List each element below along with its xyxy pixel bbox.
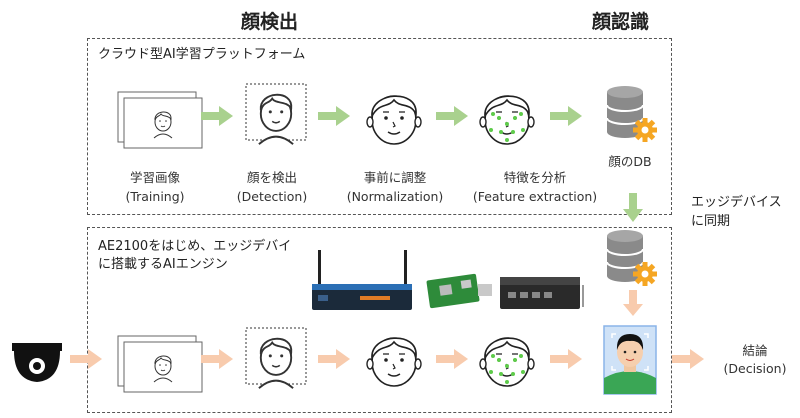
edge-engine-title-2: に搭載するAIエンジン: [98, 257, 228, 272]
edge-detection-face-icon: [245, 327, 307, 390]
cloud-arrow-2: [318, 106, 350, 126]
decision-sub: (Decision): [723, 361, 787, 376]
edge-normalized-face-icon: [366, 337, 422, 387]
sync-label-2: に同期: [691, 214, 731, 229]
edge-engine-box: [87, 227, 672, 413]
edge-feature-face-icon: [479, 337, 535, 387]
step-feature-sub: (Feature extraction): [472, 189, 598, 204]
training-images-icon: [118, 92, 202, 148]
step-detection-label: 顔を検出: [246, 170, 297, 185]
feature-face-icon: [479, 95, 535, 145]
sync-label: エッジデバイス: [691, 195, 782, 210]
step-feature-label: 特徴を分析: [503, 170, 567, 185]
ae2100-device-icon: [312, 250, 412, 310]
edge-images-icon: [118, 336, 202, 392]
edge-db-icon: [606, 229, 657, 286]
step-normalization-sub: (Normalization): [346, 189, 444, 204]
recognized-person-icon: [603, 325, 657, 395]
cloud-arrow-3: [436, 106, 468, 126]
sync-arrow: [623, 193, 643, 222]
face-recognition-heading: 顔認識: [592, 11, 650, 33]
decision-label: 結論: [742, 343, 768, 358]
normalized-face-icon: [366, 95, 422, 145]
decision-arrow: [672, 349, 704, 369]
cloud-arrow-1: [201, 106, 233, 126]
face-detection-heading: 顔検出: [241, 11, 299, 33]
raspberry-pi-icon: [426, 273, 492, 309]
db-to-id-arrow: [623, 290, 643, 316]
face-db-label: 顔のDB: [608, 154, 652, 169]
edge-arrow-3: [318, 349, 350, 369]
step-detection-sub: (Detection): [236, 189, 308, 204]
mini-pc-icon: [500, 277, 584, 309]
face-db-icon: [606, 85, 657, 142]
edge-arrow-4: [436, 349, 468, 369]
step-training-sub: (Training): [125, 189, 185, 204]
edge-engine-title: AE2100をはじめ、エッジデバイ: [98, 239, 292, 254]
detection-face-icon: [245, 83, 307, 146]
cloud-arrow-4: [550, 106, 582, 126]
cloud-platform-box: [87, 38, 672, 215]
step-normalization-label: 事前に調整: [363, 170, 427, 185]
camera-icon: [12, 343, 62, 382]
step-training-label: 学習画像: [129, 170, 180, 185]
edge-arrow-2: [201, 349, 233, 369]
cloud-platform-title: クラウド型AI学習プラットフォーム: [98, 47, 306, 62]
edge-arrow-1: [70, 349, 102, 369]
edge-arrow-5: [550, 349, 582, 369]
